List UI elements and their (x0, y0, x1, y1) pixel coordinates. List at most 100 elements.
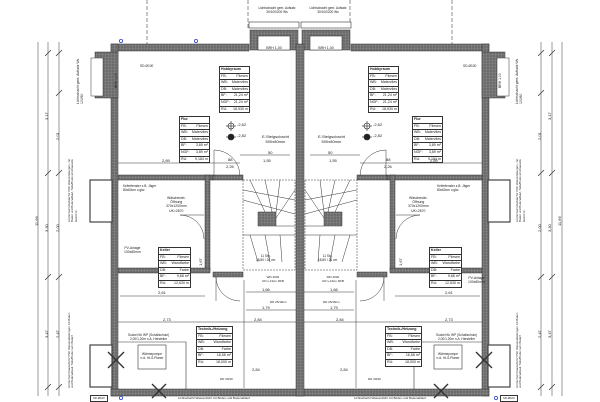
dim-outer-5-left: 3,47 (44, 330, 49, 338)
row-key: DB: (431, 267, 437, 272)
row-value: 18,000 m (405, 359, 420, 364)
row-key: BF: (370, 93, 376, 98)
room-table-keller-left: Keller FB:Fliesen WB:Wandfarbe DB:Farbe … (158, 247, 191, 288)
pv-anlage-left: PV-Anlage 100x80mm (124, 246, 141, 255)
party-wall (295, 43, 305, 397)
row-value: Malervlies (424, 130, 441, 135)
dim-tech-left: 2,84 (252, 367, 260, 372)
door-swings (179, 149, 421, 302)
window-brh-top-right: BRH 1,00 (318, 46, 334, 50)
row-key: WB: (387, 340, 394, 345)
bottom-note-right: Lichtschacht Wasserdicht mit Boden und B… (354, 396, 426, 400)
row-value: Farbe (179, 267, 189, 272)
row-key: NGF: (221, 99, 230, 104)
waschraum-opening-right: Wäschesiel- Öffnung 370x1200mm UK=2670 (408, 196, 429, 213)
dim-door-right: 88 (386, 157, 391, 162)
row-key: NGF: (414, 149, 423, 154)
lightwell-side-label-left: Lichtschacht gem. Aufsatz Ws 100/60 (76, 58, 84, 104)
row-key: RU: (431, 280, 438, 285)
row-value: 9,68 m² (447, 274, 460, 279)
drain-label-left: SD-Ø100 (140, 64, 154, 68)
dim-corridor-right: 1,79 (330, 305, 338, 310)
row-value: Farbe (450, 267, 460, 272)
dd-bottom-right: DD 30/30 (368, 377, 381, 381)
row-key: BF: (221, 93, 227, 98)
dim-outer-5-right: 3,47 (547, 330, 552, 338)
dim-flur-left: 1,55 (263, 158, 271, 163)
row-value: Fliesen (236, 73, 248, 78)
dim-shaft-seg-right: 50 (328, 150, 333, 155)
dim-inner-6-right: 2,47 (537, 330, 542, 338)
dd-bottom-left: DD 30/30 (220, 377, 233, 381)
row-key: FB: (414, 123, 420, 128)
level-lower-right: -2,82 (373, 133, 383, 138)
row-value: Malervlies (231, 86, 248, 91)
dim-door-h-right: 2,26 (384, 164, 392, 169)
room-title: Hobbyraum (220, 67, 249, 74)
row-key: FB: (431, 254, 437, 259)
row-key: WB: (431, 261, 438, 266)
dim-outer-1-right: 3,17 (547, 112, 552, 120)
row-key: WB: (221, 80, 228, 85)
row-value: 21,24 m² (233, 99, 248, 104)
row-key: FB: (221, 73, 227, 78)
note-mid-right: Lichtschacht Aufsatz für PVC Wasserleitu… (515, 159, 526, 222)
dd-label-right: DD 25/18cm (323, 300, 340, 304)
row-value: Fliesen (177, 254, 189, 259)
row-key: BF: (181, 143, 187, 148)
dim-keller-left: 2,61 (158, 290, 166, 295)
dim-door-left: 88 (228, 157, 233, 162)
row-value: Wandfarbe (402, 340, 420, 345)
row-value: 21,24 m² (382, 93, 397, 98)
window-brh-side-left: BRH 1,00 (114, 73, 118, 88)
row-value: 12,630 m (174, 280, 189, 285)
dim-hobby-width-right: 2,89 (430, 158, 438, 163)
row-key: FB: (181, 123, 187, 128)
row-value: Wandfarbe (442, 261, 460, 266)
dim-keller-height-right: 1,67 (398, 258, 403, 266)
waschraum-opening-left: Wäschesiel- Öffnung 370x1200mm UK=2670 (166, 196, 187, 213)
row-key: FB: (160, 254, 166, 259)
row-key: DB: (414, 136, 420, 141)
dim-shaft-seg-left: 50 (268, 150, 273, 155)
side-lightwells (89, 179, 511, 388)
row-value: Fliesen (448, 254, 460, 259)
pv-anlage-right: PV-Anlage 100x80mm (468, 276, 485, 285)
room-table-flur-left: Flur FB:Fliesen WB:Malervlies DB:Malervl… (179, 116, 210, 164)
room-title: Keller (430, 248, 461, 255)
row-value: Malervlies (191, 136, 208, 141)
vertical-dimension-chains (37, 42, 563, 396)
level-upper-right: -2,62 (373, 122, 383, 127)
dim-door-h-left: 2,26 (226, 164, 234, 169)
row-key: RU: (160, 280, 167, 285)
e-schacht-right: E-Steigschacht 500x80mm (318, 134, 345, 144)
room-title: Technik-/Heizung (197, 327, 232, 334)
dim-hobby-width-left: 2,89 (162, 158, 170, 163)
row-key: WB: (370, 80, 377, 85)
room-title: Hobbyraum (369, 67, 398, 74)
room-title: Keller (159, 248, 190, 255)
dim-inner-2-right: 2,01 (537, 132, 542, 140)
level-markers (226, 121, 372, 141)
row-value: 3,89 m² (428, 149, 441, 154)
row-value: 9,184 m (195, 156, 208, 161)
row-key: WB: (198, 340, 205, 345)
dim-flur-right: 1,55 (329, 158, 337, 163)
row-value: Malervlies (191, 130, 208, 135)
door-wd-right: WD 4020 UK=+13cm RFB (322, 275, 344, 283)
row-key: DB: (160, 267, 166, 272)
row-key: DB: (221, 86, 227, 91)
room-table-flur-right: Flur FB:Fliesen WB:Malervlies DB:Malervl… (412, 116, 443, 164)
row-value: 9,68 m² (176, 274, 189, 279)
note-low-left: Lichtschacht bauseits für PVC Wasserable… (67, 312, 75, 388)
row-value: Malervlies (424, 136, 441, 141)
row-value: 21,24 m² (382, 99, 397, 104)
row-key: BF: (160, 274, 166, 279)
row-key: RU: (221, 106, 228, 111)
level-upper-left: -2,62 (237, 122, 247, 127)
window-brh-side-right: BRH 1,00 (498, 73, 502, 88)
row-key: RU: (181, 156, 188, 161)
row-value: Malervlies (231, 80, 248, 85)
row-key: BF: (431, 274, 437, 279)
row-key: RU: (387, 359, 394, 364)
